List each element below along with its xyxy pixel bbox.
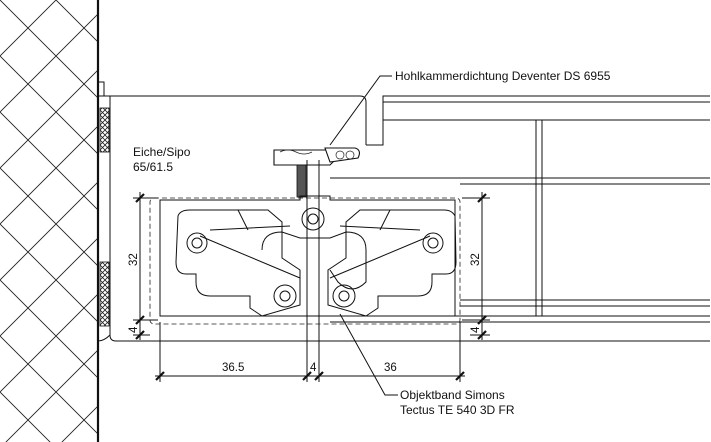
hinge-label-line2: Tectus TE 540 3D FR (400, 403, 515, 417)
door-frame (97, 81, 710, 342)
dim-right-gap: 4 (470, 326, 482, 333)
dim-left-height: 32 (128, 253, 140, 266)
door-leaf (330, 120, 710, 323)
hinge-housing (149, 195, 461, 325)
dim-right-height: 32 (470, 253, 482, 266)
dim-left-gap: 4 (128, 326, 140, 333)
seal-label: Hohlkammerdichtung Deventer DS 6955 (395, 69, 611, 83)
bottom-dimension: 36.5 4 36 (155, 322, 465, 382)
leaf-gap (306, 160, 320, 335)
wall-section (0, 0, 100, 442)
wall-seal-strips (99, 107, 110, 327)
material-label-line2: 65/61.5 (133, 160, 173, 174)
dim-bottom-right: 36 (384, 362, 397, 374)
seal-leader: Hohlkammerdichtung Deventer DS 6955 (329, 69, 611, 146)
material-label-line1: Eiche/Sipo (133, 145, 191, 159)
hinge-leader: Objektband Simons Tectus TE 540 3D FR (339, 313, 515, 417)
hinge-label-line1: Objektband Simons (400, 388, 505, 402)
right-dimension: 32 4 (462, 192, 490, 340)
hinge-mechanism (175, 207, 457, 317)
left-dimension: 32 4 (128, 192, 158, 340)
dim-bottom-middle: 4 (310, 362, 317, 374)
hollow-chamber-seal (273, 147, 361, 198)
dim-bottom-left: 36.5 (222, 362, 244, 374)
